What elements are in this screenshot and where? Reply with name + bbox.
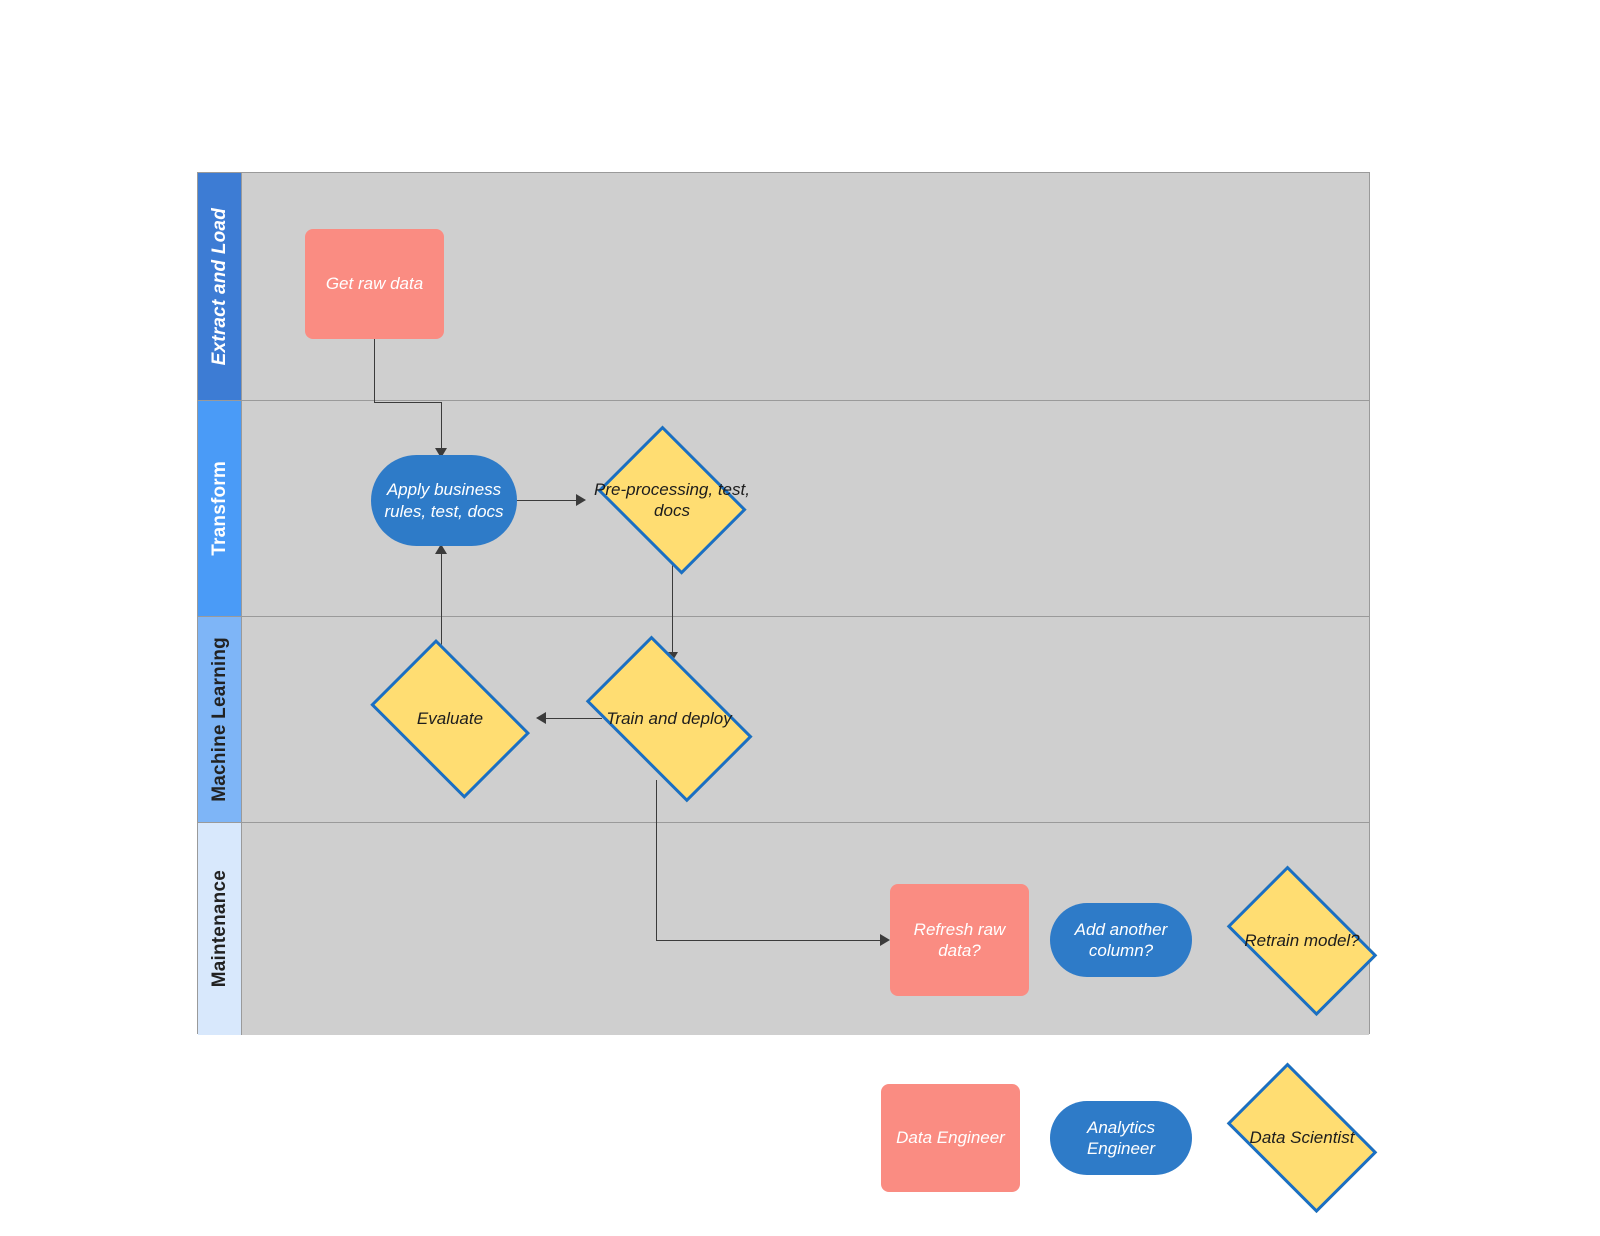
- edge-apply-to-preprocessing-line: [517, 500, 579, 501]
- node-pre-processing[interactable]: Pre-processing, test, docs: [588, 425, 756, 575]
- node-label-train-and-deploy: Train and deploy: [606, 709, 732, 729]
- legend-item-data-engineer[interactable]: Data Engineer: [881, 1084, 1020, 1192]
- edge-get-raw-data-to-apply-segment-2: [374, 402, 441, 403]
- edge-train-to-refresh-segment-2: [656, 940, 886, 941]
- node-label-refresh-raw-data: Refresh raw data?: [913, 919, 1006, 960]
- lane-header-extract-and-load: Extract and Load: [198, 173, 242, 400]
- node-label-pre-processing: Pre-processing, test, docs: [594, 479, 750, 520]
- node-add-another-column[interactable]: Add another column?: [1050, 903, 1192, 977]
- edge-evaluate-to-apply-arrowhead: [435, 544, 447, 554]
- edge-train-to-refresh-segment-1: [656, 780, 657, 940]
- node-refresh-raw-data[interactable]: Refresh raw data?: [890, 884, 1029, 996]
- edge-get-raw-data-to-apply-segment-1: [374, 339, 375, 402]
- edge-apply-to-preprocessing-arrowhead: [576, 494, 586, 506]
- node-evaluate[interactable]: Evaluate: [356, 639, 544, 799]
- node-label-retrain-model: Retrain model?: [1244, 931, 1360, 951]
- edge-preprocessing-to-train-line: [672, 558, 673, 656]
- legend-item-analytics-engineer[interactable]: Analytics Engineer: [1050, 1101, 1192, 1175]
- legend-label-data-scientist: Data Scientist: [1249, 1128, 1355, 1148]
- legend-label-analytics-engineer: Analytics Engineer: [1086, 1117, 1156, 1158]
- edge-train-to-evaluate-arrowhead: [536, 712, 546, 724]
- node-label-add-another-column: Add another column?: [1074, 919, 1168, 960]
- node-train-and-deploy[interactable]: Train and deploy: [568, 635, 770, 803]
- node-label-get-raw-data: Get raw data: [325, 274, 424, 294]
- edge-train-to-evaluate-line: [546, 718, 602, 719]
- legend-item-data-scientist[interactable]: Data Scientist: [1212, 1062, 1392, 1214]
- lane-header-transform: Transform: [198, 401, 242, 616]
- edge-get-raw-data-to-apply-segment-3: [441, 402, 442, 451]
- node-get-raw-data[interactable]: Get raw data: [305, 229, 444, 339]
- lane-header-machine-learning: Machine Learning: [198, 617, 242, 822]
- edge-get-raw-data-to-apply-arrowhead: [435, 448, 447, 458]
- swimlane-pool: Extract and Load Transform Machine Learn…: [197, 172, 1370, 1035]
- node-apply-business-rules[interactable]: Apply business rules, test, docs: [371, 455, 517, 546]
- lane-header-maintenance: Maintenance: [198, 823, 242, 1035]
- node-label-evaluate: Evaluate: [416, 709, 484, 729]
- node-retrain-model[interactable]: Retrain model?: [1212, 865, 1392, 1017]
- edge-evaluate-to-apply-line: [441, 552, 442, 718]
- edge-train-to-refresh-arrowhead: [880, 934, 890, 946]
- node-label-apply-business-rules: Apply business rules, test, docs: [384, 480, 504, 521]
- legend-label-data-engineer: Data Engineer: [896, 1128, 1005, 1148]
